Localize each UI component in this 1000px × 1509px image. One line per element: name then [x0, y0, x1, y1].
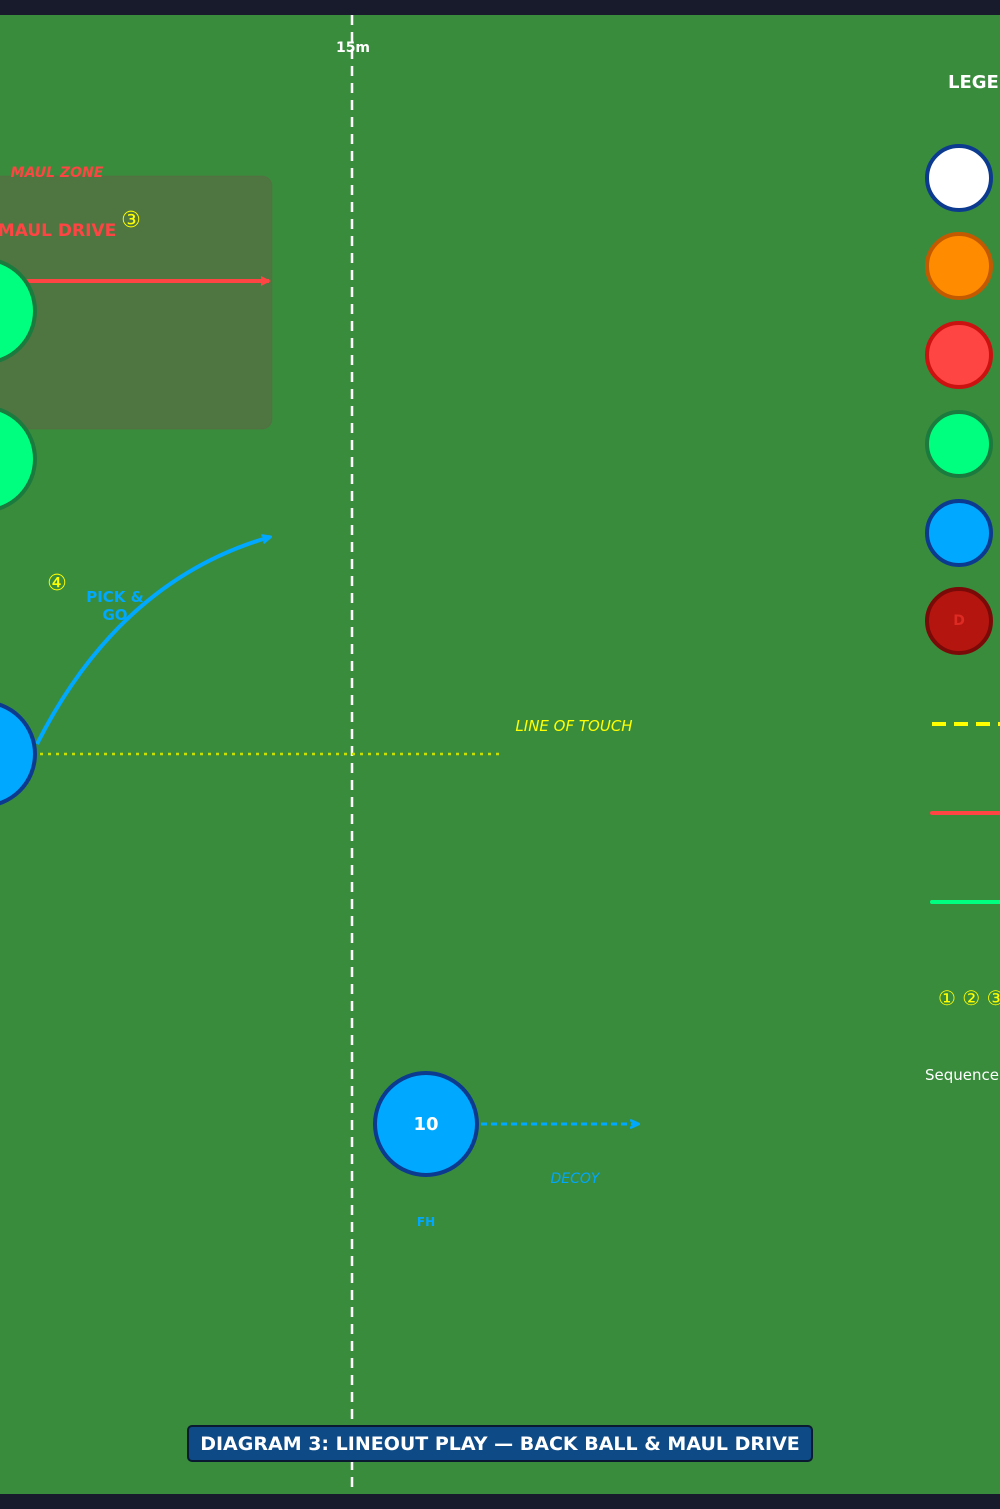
diagram-title: DIAGRAM 3: LINEOUT PLAY — BACK BALL & MA…: [187, 1425, 813, 1462]
legend-sequence-label: Sequence: [925, 1066, 999, 1084]
legend-forward-icon: [925, 410, 993, 478]
sequence-marker-3: ③: [121, 208, 141, 233]
fly-half-role: FH: [417, 1215, 435, 1229]
legend-back-icon: [925, 499, 993, 567]
legend-white-player-icon: [925, 144, 993, 212]
legend-defender-icon: [925, 587, 993, 655]
pick-and-go-arrow: [35, 537, 270, 745]
maul-zone: [0, 175, 273, 430]
legend-title: LEGE: [948, 72, 999, 93]
legend-red-player-icon: [925, 321, 993, 389]
pitch-surface: [0, 15, 1000, 1494]
forward-player-1: [0, 259, 37, 363]
sequence-marker-4: ④: [47, 571, 67, 596]
15m-line-label: 15m: [336, 40, 370, 56]
legend-defender-letter: D: [953, 613, 965, 629]
legend-orange-player-icon: [925, 232, 993, 300]
maul-zone-label: MAUL ZONE: [11, 165, 104, 181]
legend-sequence-symbols: ① ② ③: [938, 986, 1000, 1010]
forward-player-2: [0, 407, 37, 511]
back-player: [0, 702, 37, 806]
pick-and-go-label-line2: GO: [102, 606, 127, 624]
legend: LEGE D ① ② ③ Sequence: [925, 72, 1000, 1084]
line-of-touch-label: LINE OF TOUCH: [515, 717, 632, 735]
fly-half-number: 10: [413, 1114, 438, 1135]
decoy-label: DECOY: [551, 1171, 601, 1187]
pick-and-go-label-line1: PICK &: [86, 588, 144, 606]
maul-drive-label: MAUL DRIVE: [0, 221, 116, 241]
fly-half-player: [373, 1071, 479, 1177]
